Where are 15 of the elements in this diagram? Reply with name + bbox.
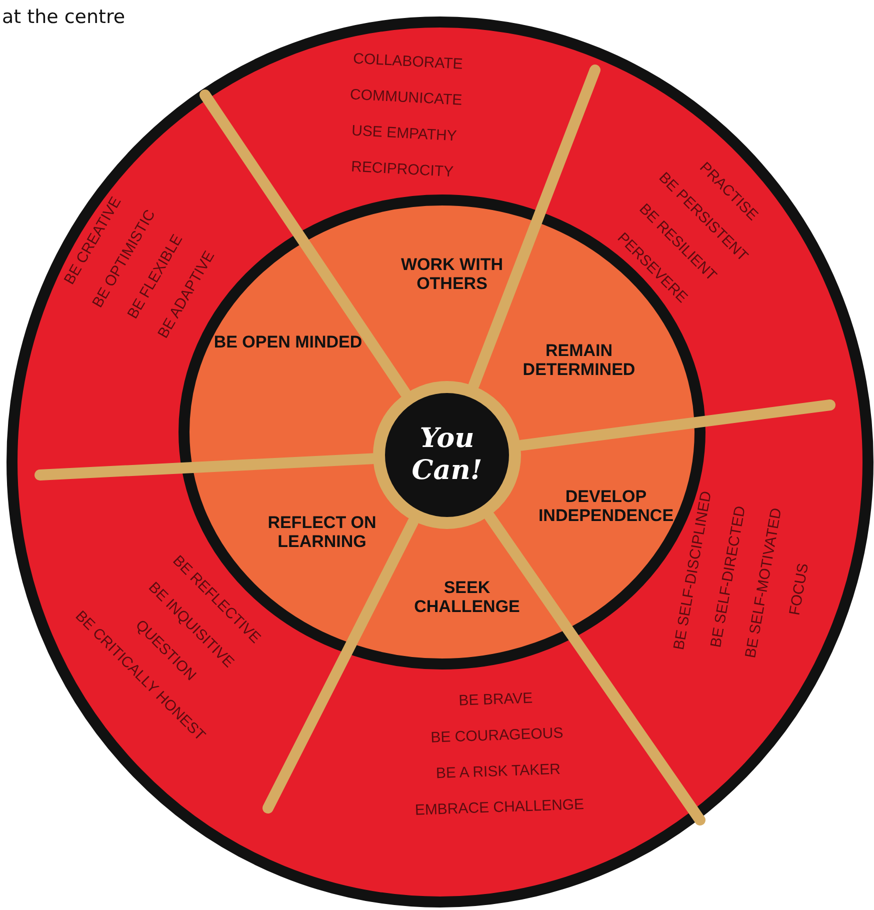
sector-label: REMAIN DETERMINED [504,341,654,379]
trait-label: USE EMPATHY [350,121,458,147]
sector-label: BE OPEN MINDED [213,332,363,352]
trait-label: BE BRAVE [456,688,534,712]
trait-label: BE COURAGEOUS [428,724,564,748]
trait-label: RECIPROCITY [350,157,455,183]
trait-label: EMBRACE CHALLENGE [414,795,584,821]
trait-label: COLLABORATE [352,49,464,75]
sector-label: DEVELOP INDEPENDENCE [531,487,681,525]
sector-label: SEEK CHALLENGE [392,578,542,616]
heading-fragment: at the centre [2,6,126,28]
trait-label: FOCUS [784,560,813,619]
sector-label: WORK WITH OTHERS [377,255,527,293]
trait-label: BE A RISK TAKER [434,760,562,784]
trait-label: COMMUNICATE [349,85,464,111]
